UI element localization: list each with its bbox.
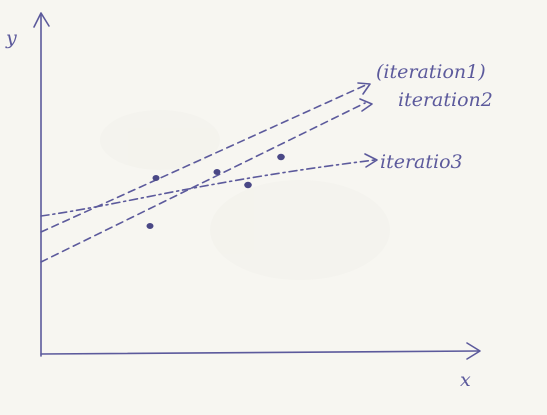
iteration3-arrowhead xyxy=(364,153,378,168)
iteration2-line xyxy=(40,102,366,263)
paper-texture xyxy=(100,110,390,280)
iteration1-label: (iteration1) xyxy=(376,61,486,83)
iteration3-label: iteratio3 xyxy=(380,151,463,173)
iteration1-arrowhead xyxy=(357,82,371,95)
iteration2-arrowhead xyxy=(359,98,373,112)
y-axis-label: y xyxy=(5,27,17,49)
data-point xyxy=(277,153,285,161)
fit-lines xyxy=(40,82,378,263)
data-point xyxy=(146,223,154,229)
y-axis-arrowhead xyxy=(33,12,50,28)
data-point xyxy=(213,169,221,175)
data-point xyxy=(152,175,160,181)
iteration3-line xyxy=(40,159,376,217)
line-labels: (iteration1) iteration2 iteratio3 xyxy=(376,61,493,173)
data-points xyxy=(146,153,285,229)
iteration2-label: iteration2 xyxy=(398,89,493,111)
data-point xyxy=(244,181,252,189)
x-axis-label: x xyxy=(460,369,471,391)
x-axis-arrowhead xyxy=(466,342,481,360)
x-axis xyxy=(40,350,479,355)
axes: y x xyxy=(5,12,481,391)
